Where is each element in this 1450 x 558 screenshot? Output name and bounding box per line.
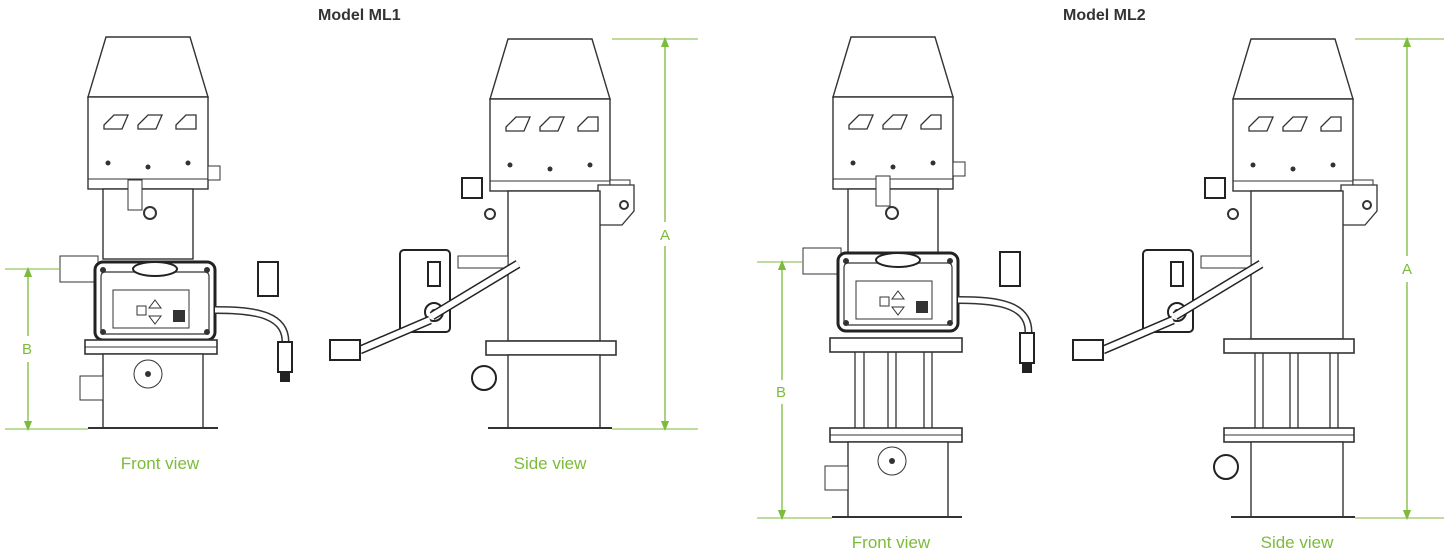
ml2-side-caption: Side view <box>1260 533 1334 552</box>
ml2-front-view <box>802 36 1035 518</box>
ml1-front-caption: Front view <box>120 454 200 473</box>
ml1-dim-a-label: A <box>660 227 670 244</box>
ml1-dimension-b: B <box>5 266 88 432</box>
ml2-dim-a-label: A <box>1402 261 1412 278</box>
model-ml1-title: Model ML1 <box>318 7 401 24</box>
ml2-dim-b-label: B <box>776 384 786 401</box>
ml2-dimension-b: B <box>757 259 832 521</box>
ml1-side-view <box>329 38 635 429</box>
model-ml2-title: Model ML2 <box>1063 7 1146 24</box>
ml2-dimension-a: A <box>1355 36 1444 521</box>
ml2-side-view <box>1072 38 1378 518</box>
ml2-front-caption: Front view <box>851 533 931 552</box>
ml1-front-view <box>59 36 293 429</box>
ml1-side-caption: Side view <box>513 454 587 473</box>
ml1-dim-b-label: B <box>22 341 32 358</box>
ml1-dimension-a: A <box>612 36 698 432</box>
